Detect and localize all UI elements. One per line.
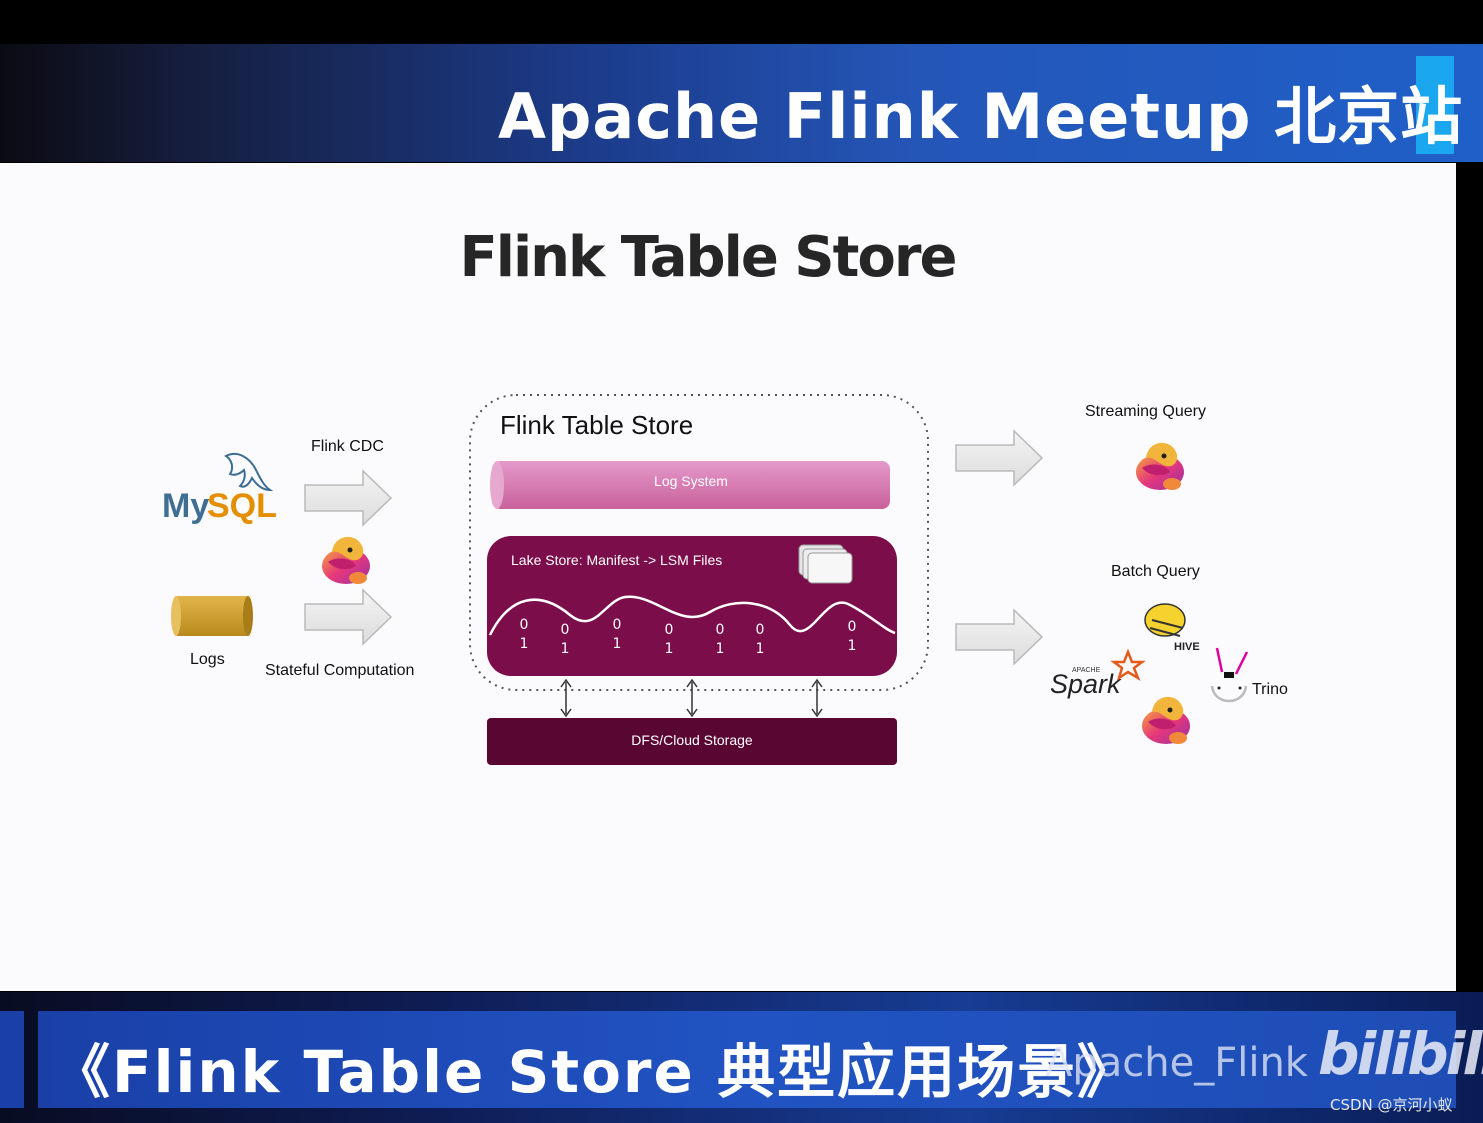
- flink-squirrel-icon: [322, 536, 370, 584]
- table-store-boundary: [469, 394, 929, 691]
- top-banner: [0, 44, 1483, 162]
- bottom-left-bar: [0, 1011, 24, 1108]
- hive-label: HIVE: [1174, 641, 1200, 653]
- bilibili-logo: bilibili: [1318, 1020, 1483, 1088]
- channel-watermark: Apache_Flink: [1045, 1040, 1308, 1086]
- trino-label: Trino: [1252, 681, 1288, 698]
- lsm-wave: [488, 595, 896, 636]
- lake-store-box: [487, 536, 897, 676]
- svg-text:My: My: [162, 487, 209, 525]
- logs-label: Logs: [190, 651, 225, 668]
- flink-squirrel-icon: [1142, 696, 1190, 744]
- lake-store-label: Lake Store: Manifest -> LSM Files: [511, 552, 723, 568]
- log-system-label: Log System: [654, 473, 728, 489]
- logs-cylinder-icon: [171, 596, 253, 636]
- flink-cdc-label: Flink CDC: [311, 438, 384, 455]
- batch-arrow: [955, 609, 1043, 665]
- csdn-credit: CSDN @京河小蚁: [1330, 1096, 1453, 1114]
- flink-cdc-arrow: [304, 470, 392, 526]
- spark-label: Spark: [1050, 669, 1122, 699]
- mysql-dolphin-icon: [224, 452, 274, 492]
- video-caption: 《Flink Table Store 典型应用场景》: [52, 1038, 1138, 1106]
- streaming-query-label: Streaming Query: [1085, 403, 1206, 420]
- bottom-caption-band: [38, 1011, 1456, 1108]
- mysql-logo-text: SQL: [207, 487, 277, 525]
- file-stack-icon: [798, 544, 853, 584]
- spark-apache-label: APACHE: [1072, 667, 1101, 674]
- trino-bunny-icon: [1210, 647, 1249, 703]
- streaming-arrow: [955, 430, 1043, 486]
- banner-accent: [1416, 56, 1454, 154]
- dfs-box: [487, 718, 897, 765]
- batch-query-label: Batch Query: [1111, 563, 1200, 580]
- slide-title: Flink Table Store: [459, 225, 958, 290]
- event-title: Apache Flink Meetup 北京站: [498, 80, 1464, 153]
- spark-star-icon: [1110, 648, 1146, 681]
- storage-arrows: [560, 678, 823, 718]
- stateful-arrow: [304, 589, 392, 645]
- hive-bee-icon: HIVE: [1144, 603, 1200, 653]
- stateful-computation-label: Stateful Computation: [265, 662, 415, 679]
- store-title: Flink Table Store: [500, 410, 694, 440]
- dfs-label: DFS/Cloud Storage: [631, 732, 753, 748]
- mysql-logo: My SQL: [162, 452, 277, 525]
- log-system-pipe: [490, 461, 890, 509]
- spark-logo: APACHE Spark: [1050, 648, 1146, 699]
- flink-squirrel-icon: [1136, 442, 1184, 490]
